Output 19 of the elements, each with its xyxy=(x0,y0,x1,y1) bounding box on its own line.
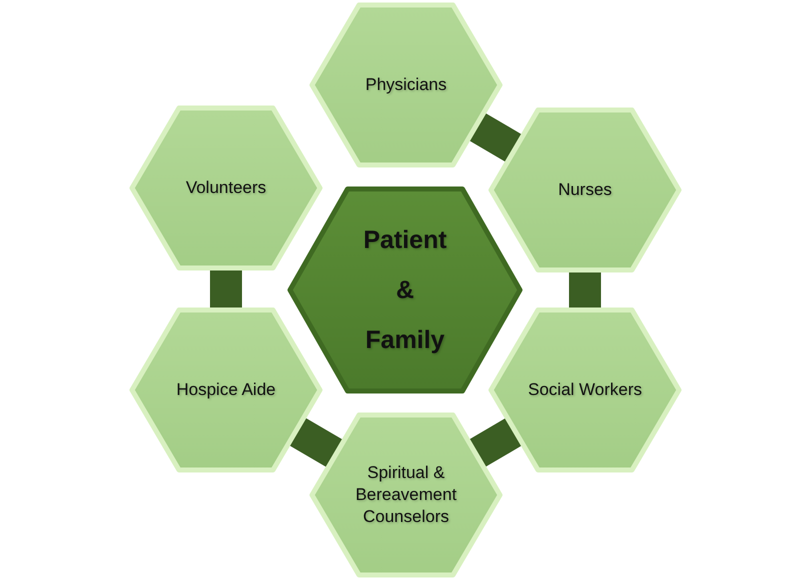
node-label: Spiritual & Bereavement Counselors xyxy=(354,462,458,528)
center-hexagon xyxy=(290,189,520,391)
node-label: Volunteers xyxy=(186,176,266,199)
connector-block xyxy=(288,417,344,468)
connector-block xyxy=(569,270,601,310)
node-label: Physicians xyxy=(365,74,447,96)
hexagon xyxy=(491,310,679,470)
node-label: Nurses xyxy=(558,178,612,201)
hexagon xyxy=(312,5,500,165)
connector-block xyxy=(210,268,242,310)
node-label: Hospice Aide xyxy=(176,378,276,401)
hexagon xyxy=(491,110,679,270)
hexagon xyxy=(132,108,320,268)
center-label: Patient & Family xyxy=(363,225,447,356)
hexagon xyxy=(312,415,500,575)
connector-block xyxy=(468,112,524,163)
connector-block xyxy=(468,417,524,468)
node-label: Social Workers xyxy=(528,378,642,401)
hexagon xyxy=(132,310,320,470)
